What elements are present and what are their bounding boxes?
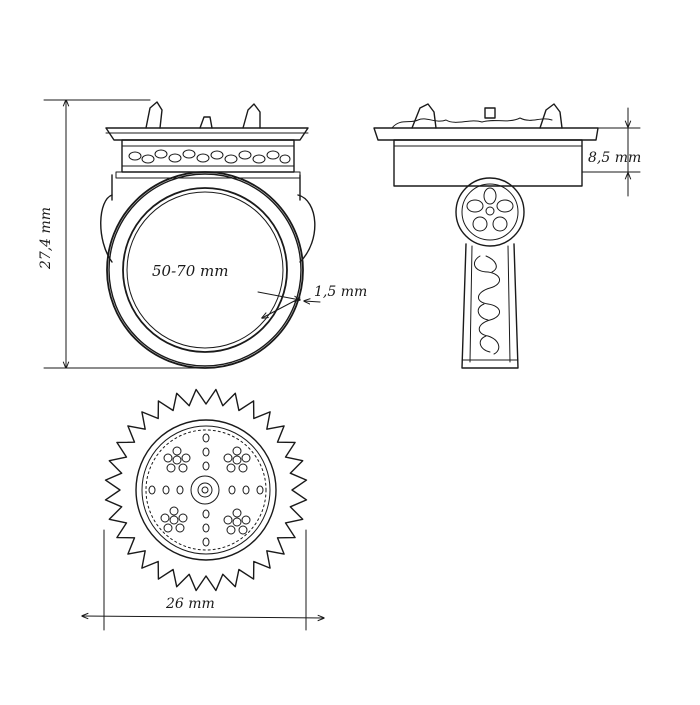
top-rim-outer — [135, 419, 277, 561]
left-side-lobe — [100, 194, 113, 263]
diameter-label: 26 mm — [165, 596, 215, 612]
top-rim-hatch — [145, 429, 267, 551]
side-prong-left — [411, 103, 437, 129]
top-center-rosette — [190, 475, 220, 505]
inner-size-label: 50-70 mm — [152, 262, 228, 280]
top-dot — [202, 523, 210, 533]
top-dot — [148, 485, 156, 495]
diameter-dimension: 26 mm — [82, 529, 324, 631]
side-shank-wave-2 — [477, 255, 497, 353]
ring-band-outer-2 — [108, 173, 302, 367]
wall-label: 1,5 mm — [314, 284, 367, 300]
top-dot — [256, 485, 264, 495]
wall-dimension: 1,5 mm — [257, 284, 367, 318]
top-flower-se — [223, 508, 251, 535]
ring-inner-opening — [122, 187, 288, 353]
top-dot — [176, 485, 184, 495]
side-prong-right — [539, 103, 563, 129]
side-shank-wave — [473, 255, 500, 355]
side-bezel — [393, 139, 583, 187]
top-dot — [228, 485, 236, 495]
side-top-plate — [373, 127, 599, 141]
side-height-label: 8,5 mm — [588, 150, 641, 166]
bezel-shoulders — [111, 174, 301, 201]
top-dot — [202, 433, 210, 443]
height-dimension: 27,4 mm — [38, 100, 201, 368]
ring-inner-line — [126, 191, 284, 349]
top-dot — [162, 485, 170, 495]
top-dot — [202, 509, 210, 519]
top-flower-sw — [160, 506, 188, 533]
top-dot — [202, 447, 210, 457]
right-side-lobe — [297, 194, 316, 263]
top-flower-ne — [223, 446, 251, 473]
top-flower-nw — [163, 446, 191, 473]
top-view — [104, 388, 308, 592]
side-view — [373, 103, 599, 369]
top-dot-cross — [148, 433, 264, 547]
height-label: 27,4 mm — [38, 207, 54, 270]
side-height-dimension: 8,5 mm — [581, 107, 641, 197]
side-prong-center — [484, 107, 496, 119]
side-rosette-petals — [466, 187, 514, 232]
side-shank — [461, 243, 519, 369]
side-rosette-outer — [455, 177, 525, 247]
prong-right — [242, 103, 261, 129]
top-dot — [242, 485, 250, 495]
prong-left — [145, 101, 163, 129]
front-view — [100, 101, 316, 369]
side-rosette-inner — [461, 183, 519, 241]
top-dot — [202, 461, 210, 471]
top-rim-inner — [141, 425, 271, 555]
gear-outline — [104, 388, 308, 592]
top-dot — [202, 537, 210, 547]
prong-center — [199, 116, 213, 129]
top-plate — [105, 127, 309, 141]
bezel-lower-strip — [115, 171, 301, 179]
bezel-granules — [128, 149, 291, 164]
side-granulation — [391, 117, 553, 129]
